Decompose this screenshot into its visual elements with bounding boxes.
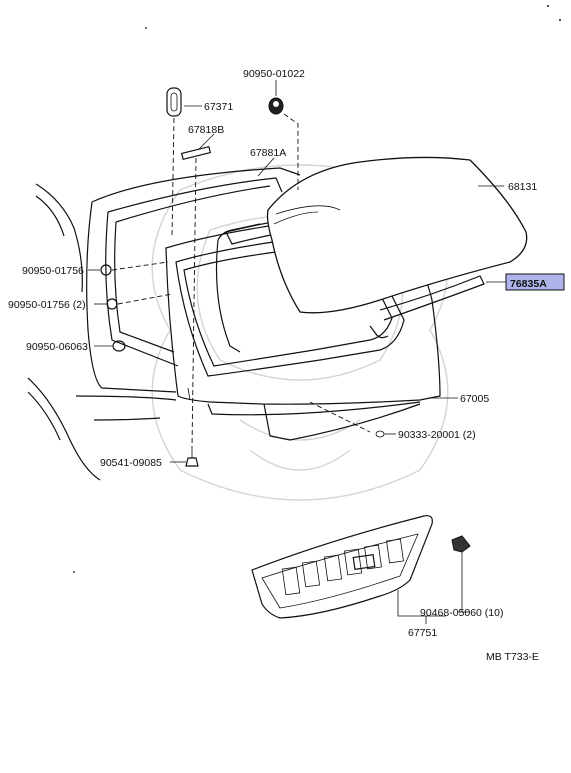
locator-lines bbox=[111, 113, 371, 449]
part-67371 bbox=[166, 87, 182, 117]
leader-lines bbox=[88, 80, 506, 624]
part-90950-06063 bbox=[112, 340, 126, 352]
stray-mark bbox=[559, 19, 561, 21]
part-90468-05060 bbox=[451, 535, 471, 560]
stray-mark bbox=[73, 571, 75, 573]
label-90541-09085: 90541-09085 bbox=[100, 457, 162, 469]
label-90950-01756: 90950-01756 bbox=[22, 265, 84, 277]
label-90950-01756-2: 90950-01756 (2) bbox=[8, 299, 86, 311]
highlight-76835A bbox=[505, 273, 565, 291]
label-90950-01022: 90950-01022 bbox=[243, 68, 305, 80]
label-67005: 67005 bbox=[460, 393, 489, 405]
part-90541-09085 bbox=[185, 448, 199, 467]
stray-mark bbox=[547, 5, 549, 7]
label-68131: 68131 bbox=[508, 181, 537, 193]
label-90333-20001: 90333-20001 (2) bbox=[398, 429, 476, 441]
part-90950-01756-2 bbox=[106, 298, 118, 310]
label-90950-06063: 90950-06063 bbox=[26, 341, 88, 353]
label-90468-05060: 90468-05060 (10) bbox=[420, 607, 503, 619]
diagram-reference: MB T733-E bbox=[486, 651, 539, 663]
label-67371: 67371 bbox=[204, 101, 233, 113]
part-67818B bbox=[180, 145, 212, 161]
vehicle-body bbox=[27, 167, 301, 481]
molding-76835A bbox=[215, 223, 485, 353]
part-90333-20001 bbox=[375, 430, 385, 438]
label-76835A[interactable]: 76835A bbox=[510, 278, 547, 290]
stray-mark bbox=[145, 27, 147, 29]
label-67751: 67751 bbox=[408, 627, 437, 639]
label-67818B: 67818B bbox=[188, 124, 224, 136]
part-90950-01022 bbox=[268, 97, 284, 115]
garnish-67751 bbox=[251, 515, 433, 619]
back-glass-68131 bbox=[266, 156, 528, 314]
part-90950-01756 bbox=[100, 264, 112, 276]
label-67881A: 67881A bbox=[250, 147, 286, 159]
